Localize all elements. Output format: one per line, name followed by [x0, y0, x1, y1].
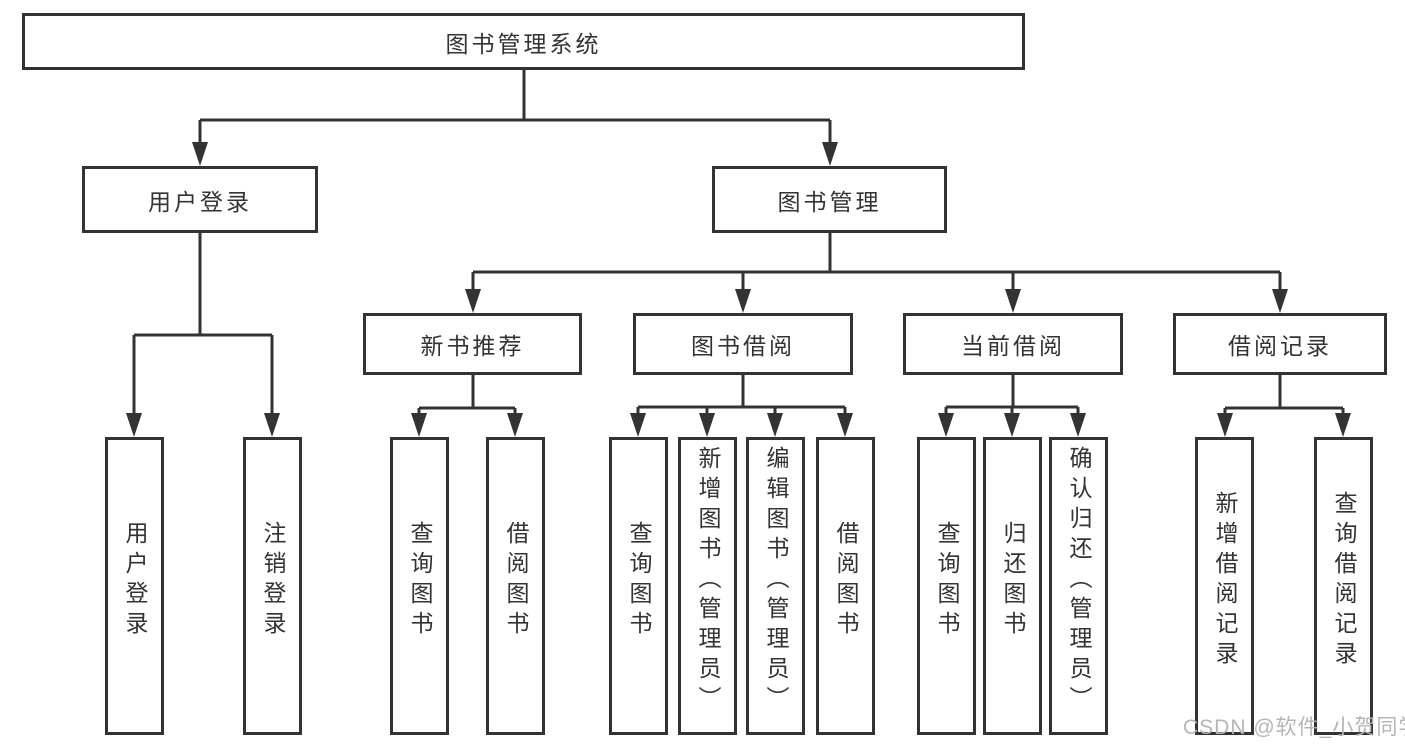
leaf-query-books-borrowing: 查询图书 — [609, 437, 668, 735]
leaf-borrow-books-label: 借阅图书 — [833, 521, 859, 641]
csdn-watermark: CSDN @软件_小贺同学 — [1183, 716, 1405, 739]
node-current-borrowing: 当前借阅 — [903, 313, 1123, 375]
leaf-user-login-label: 用户登录 — [122, 521, 148, 641]
node-book-management: 图书管理 — [712, 166, 947, 233]
leaf-query-books-current: 查询图书 — [917, 437, 976, 735]
leaf-add-borrow-record-label: 新增借阅记录 — [1212, 491, 1238, 671]
node-library-management-system: 图书管理系统 — [22, 13, 1025, 70]
leaf-query-books-current-label: 查询图书 — [934, 521, 960, 641]
leaf-edit-book-admin: 编辑图书（管理员） — [746, 437, 805, 735]
leaf-add-book-admin: 新增图书（管理员） — [678, 437, 737, 735]
leaf-add-borrow-record: 新增借阅记录 — [1195, 437, 1254, 735]
node-borrowing-records: 借阅记录 — [1173, 313, 1387, 375]
leaf-logout: 注销登录 — [243, 437, 302, 735]
leaf-query-borrow-record: 查询借阅记录 — [1314, 437, 1373, 735]
leaf-add-book-admin-label: 新增图书（管理员） — [695, 446, 721, 716]
node-new-book-recommendation: 新书推荐 — [363, 313, 582, 375]
leaf-borrow-books-recommend-label: 借阅图书 — [503, 521, 529, 641]
leaf-return-book-label: 归还图书 — [1000, 521, 1026, 641]
leaf-borrow-books: 借阅图书 — [816, 437, 875, 735]
leaf-confirm-return-admin-label: 确认归还（管理员） — [1066, 446, 1092, 716]
leaf-return-book: 归还图书 — [983, 437, 1042, 735]
node-book-borrowing: 图书借阅 — [633, 313, 853, 375]
node-user-login: 用户登录 — [82, 166, 318, 233]
leaf-edit-book-admin-label: 编辑图书（管理员） — [763, 446, 789, 716]
leaf-user-login: 用户登录 — [105, 437, 164, 735]
leaf-query-books-recommend: 查询图书 — [390, 437, 449, 735]
leaf-query-books-borrowing-label: 查询图书 — [626, 521, 652, 641]
leaf-borrow-books-recommend: 借阅图书 — [486, 437, 545, 735]
leaf-logout-label: 注销登录 — [260, 521, 286, 641]
leaf-query-borrow-record-label: 查询借阅记录 — [1331, 491, 1357, 671]
leaf-query-books-recommend-label: 查询图书 — [407, 521, 433, 641]
leaf-confirm-return-admin: 确认归还（管理员） — [1049, 437, 1108, 735]
